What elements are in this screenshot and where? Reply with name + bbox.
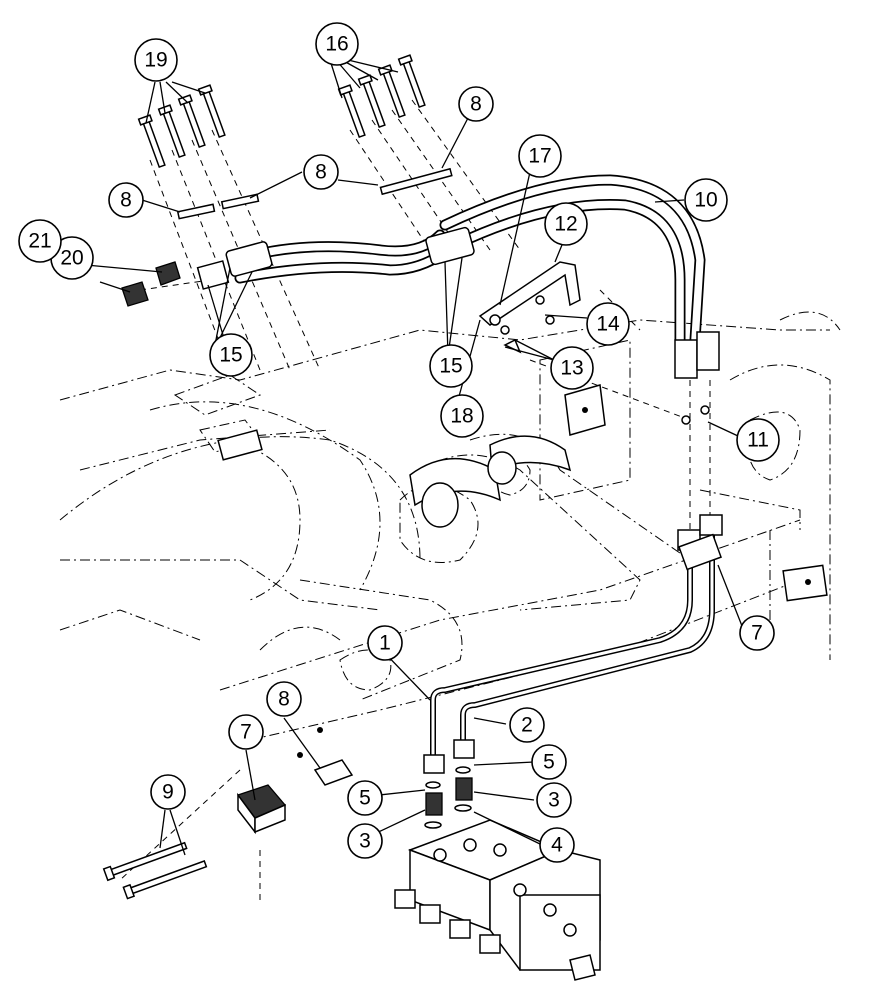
callout-7a-label: 7 — [240, 721, 252, 744]
callout-2-label: 2 — [521, 714, 533, 737]
callout-17: 17 — [518, 134, 562, 178]
callout-11: 11 — [736, 418, 780, 462]
bolts-19 — [137, 84, 226, 169]
callout-9-label: 9 — [162, 781, 174, 804]
callout-8a: 8 — [108, 182, 144, 218]
callout-18: 18 — [440, 394, 484, 438]
callout-8c-label: 8 — [470, 93, 482, 116]
callout-1: 1 — [367, 625, 403, 661]
plates-8-upper — [176, 167, 453, 220]
callout-19: 19 — [134, 38, 178, 82]
callout-13-label: 13 — [560, 357, 583, 380]
callout-21: 21 — [18, 219, 62, 263]
callout-19-label: 19 — [144, 49, 167, 72]
callout-12-label: 12 — [554, 213, 577, 236]
fittings-3-4-5 — [423, 739, 475, 829]
callout-12: 12 — [544, 202, 588, 246]
callout-3b-label: 3 — [359, 830, 371, 853]
callout-8d-label: 8 — [278, 688, 290, 711]
callout-7b-label: 7 — [751, 622, 763, 645]
callout-7a: 7 — [228, 714, 264, 750]
callout-4: 4 — [539, 827, 575, 863]
callout-15b-label: 15 — [439, 355, 462, 378]
bolts-16 — [337, 54, 426, 139]
clamp-plate-bolts-lower — [102, 759, 354, 900]
callout-17-label: 17 — [528, 145, 551, 168]
callout-15a-label: 15 — [219, 344, 242, 367]
callout-5a: 5 — [531, 744, 567, 780]
tubes-1-2 — [430, 514, 723, 755]
clamps-15 — [196, 226, 475, 290]
bracket-12 — [478, 261, 710, 425]
callout-14: 14 — [586, 302, 630, 346]
callout-14-label: 14 — [596, 313, 620, 336]
callout-21-label: 21 — [28, 230, 51, 253]
callout-1-label: 1 — [379, 632, 391, 655]
callout-4-label: 4 — [551, 834, 563, 857]
callout-3a: 3 — [536, 782, 572, 818]
callout-15a: 15 — [209, 333, 253, 377]
callout-11-label: 11 — [747, 429, 769, 452]
callout-20: 20 — [50, 236, 94, 280]
hoses-10 — [229, 174, 720, 379]
callout-16-label: 16 — [325, 33, 348, 56]
callout-5b: 5 — [347, 780, 383, 816]
callout-13: 13 — [550, 346, 594, 390]
callout-10: 10 — [684, 178, 728, 222]
callout-8b-label: 8 — [315, 161, 327, 184]
callout-3b: 3 — [347, 823, 383, 859]
callout-10-label: 10 — [694, 189, 717, 212]
callout-7b: 7 — [739, 615, 775, 651]
callout-9: 9 — [150, 774, 186, 810]
callout-3a-label: 3 — [548, 789, 560, 812]
callout-8a-label: 8 — [120, 189, 132, 212]
frame-detail-lines — [217, 384, 828, 758]
fittings-20-21 — [121, 261, 181, 307]
callout-15b: 15 — [429, 344, 473, 388]
callout-8c: 8 — [458, 86, 494, 122]
callout-2: 2 — [509, 707, 545, 743]
callout-18-label: 18 — [450, 405, 473, 428]
callout-8d: 8 — [266, 681, 302, 717]
callout-8b: 8 — [303, 154, 339, 190]
callout-16: 16 — [315, 22, 359, 66]
callout-5a-label: 5 — [543, 751, 555, 774]
callout-5b-label: 5 — [359, 787, 371, 810]
callout-20-label: 20 — [60, 247, 83, 270]
phantom-frame-outline — [59, 311, 841, 741]
